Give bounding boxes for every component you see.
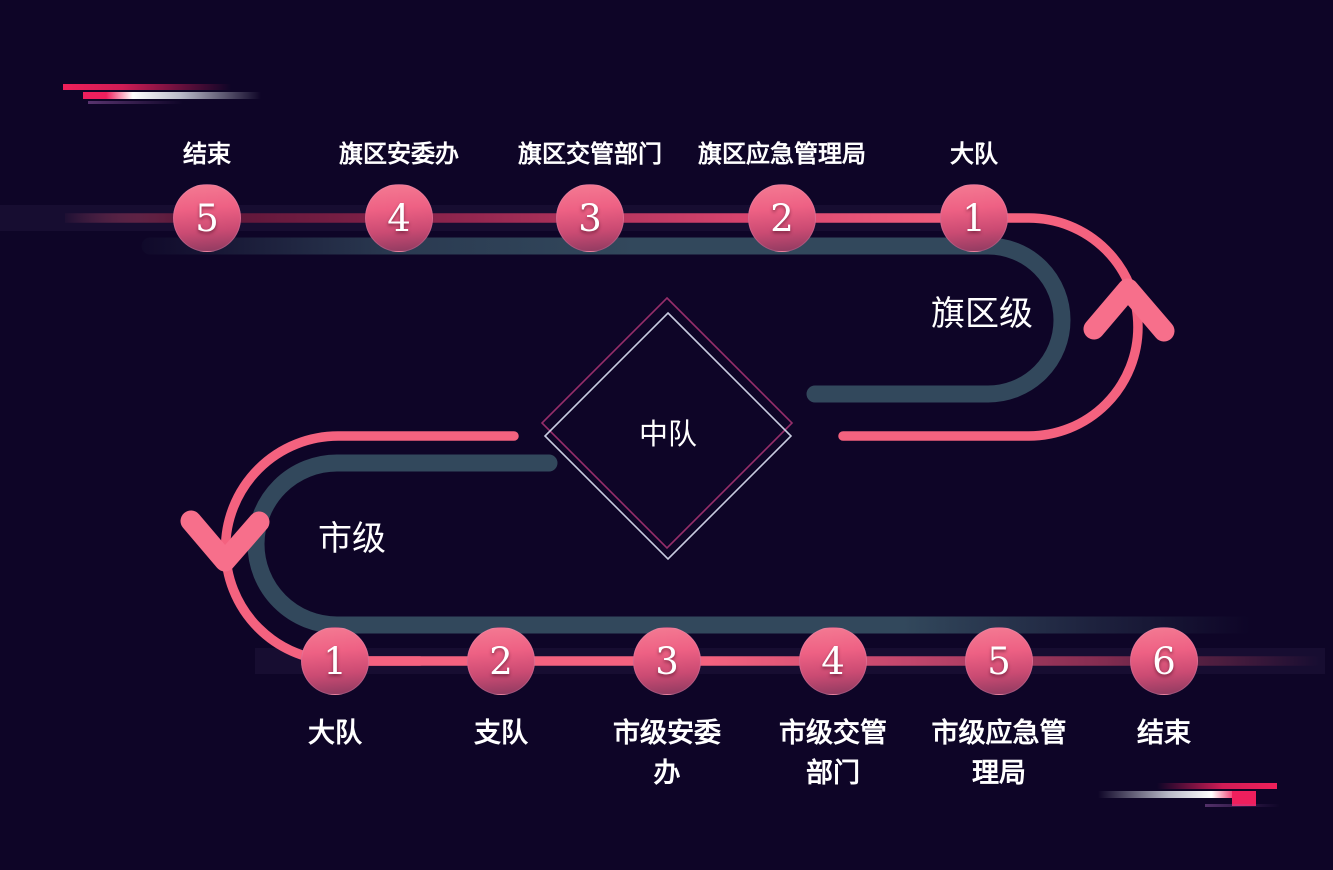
step-node: 3 <box>556 184 624 252</box>
step-label: 旗区安委办 <box>339 140 459 168</box>
step-number: 3 <box>578 196 602 240</box>
speed-line-icon <box>83 92 261 99</box>
step-label: 结束 <box>1137 718 1191 749</box>
step-number: 5 <box>987 639 1011 683</box>
step-node: 4 <box>365 184 433 252</box>
level-label-city: 市级 <box>318 519 386 559</box>
teal-track-banner <box>141 237 1071 403</box>
flow-arrow-up-icon <box>1083 278 1175 342</box>
step-label: 市级应急管 理局 <box>931 718 1067 789</box>
step-label: 大队 <box>950 140 998 168</box>
step-label: 大队 <box>308 718 362 749</box>
step-node: 2 <box>467 627 535 695</box>
step-number: 1 <box>323 639 347 683</box>
speed-line-icon <box>1098 791 1256 798</box>
step-number: 3 <box>655 639 679 683</box>
flow-curve-right <box>838 213 1143 441</box>
speed-line-icon <box>63 84 231 90</box>
flow-arrow-down-icon <box>180 510 270 572</box>
step-label: 结束 <box>183 140 231 168</box>
step-node: 1 <box>301 627 369 695</box>
step-label: 市级安委 办 <box>613 718 721 789</box>
step-node: 3 <box>633 627 701 695</box>
step-number: 4 <box>821 639 845 683</box>
step-number: 4 <box>387 196 411 240</box>
step-number: 2 <box>770 196 794 240</box>
step-label: 市级交管 部门 <box>779 718 887 789</box>
step-number: 5 <box>195 196 219 240</box>
step-label: 旗区交管部门 <box>518 140 662 168</box>
speed-line-icon <box>88 101 183 104</box>
step-number: 1 <box>962 196 986 240</box>
diamond-label: 中队 <box>638 417 697 451</box>
speed-line-icon <box>1232 791 1256 806</box>
step-label: 旗区应急管理局 <box>698 140 866 168</box>
step-number: 2 <box>489 639 513 683</box>
step-label: 支队 <box>474 718 528 749</box>
speed-line-icon <box>1157 783 1277 789</box>
step-number: 6 <box>1152 639 1176 683</box>
step-node: 5 <box>965 627 1033 695</box>
diamond-outline-pink <box>540 296 794 550</box>
speed-line-icon <box>1205 804 1280 807</box>
step-node: 6 <box>1130 627 1198 695</box>
level-label-banner: 旗区级 <box>931 294 1033 334</box>
teal-track-city <box>247 454 1254 634</box>
step-node: 5 <box>173 184 241 252</box>
step-node: 1 <box>940 184 1008 252</box>
diamond-outline-white <box>543 311 793 561</box>
step-node: 4 <box>799 627 867 695</box>
step-node: 2 <box>748 184 816 252</box>
